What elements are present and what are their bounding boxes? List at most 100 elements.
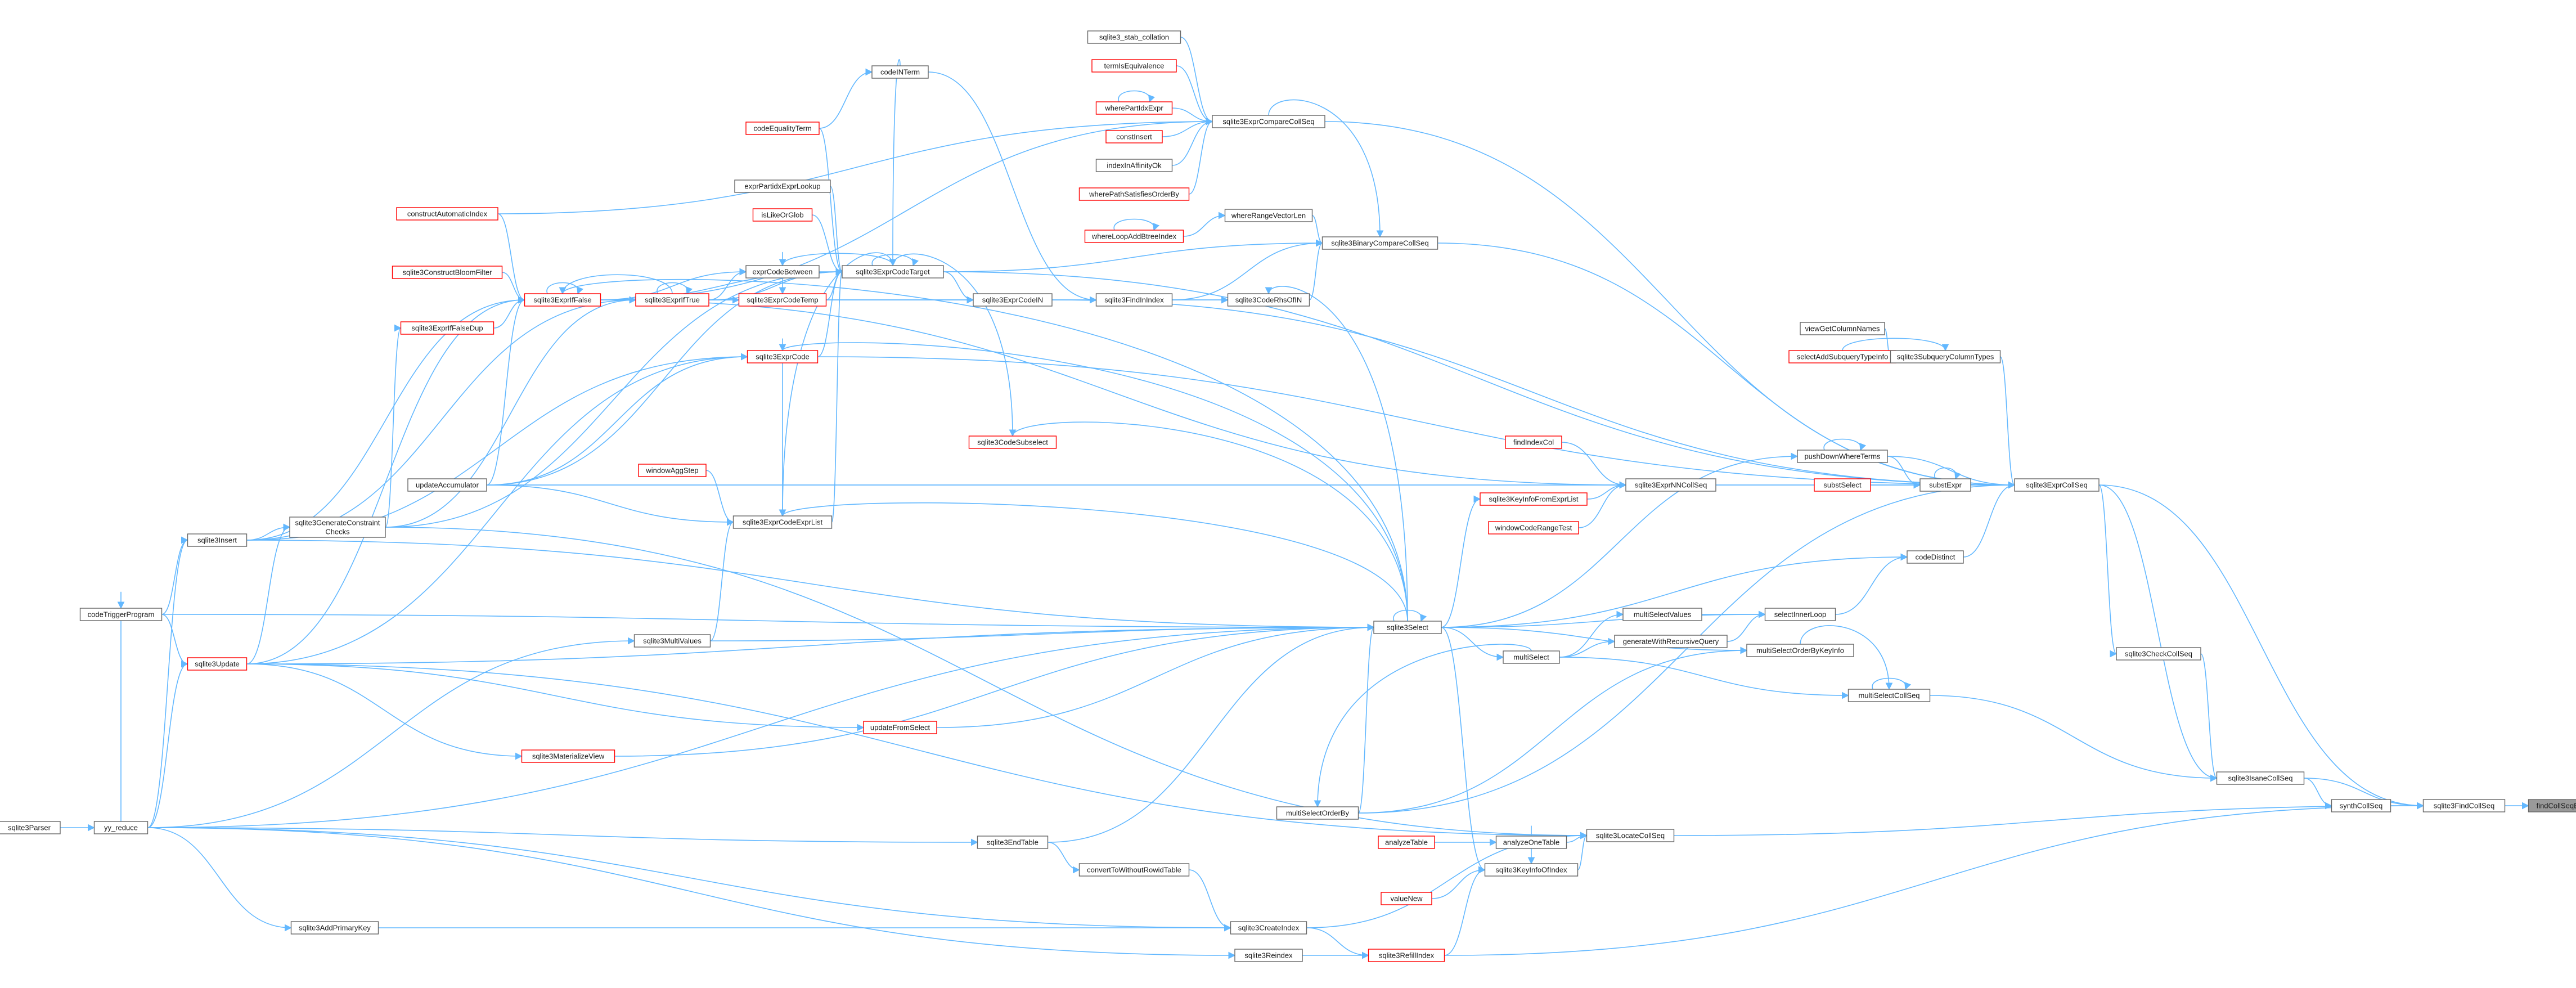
node-substSelect[interactable]: substSelect [1814,478,1871,492]
node-updateAccumulator[interactable]: updateAccumulator [407,478,487,492]
node-sqlite3IsaneCollSeq[interactable]: sqlite3IsaneCollSeq [2216,771,2305,785]
node-sqlite3KeyInfoFromExprList[interactable]: sqlite3KeyInfoFromExprList [1480,492,1588,506]
node-valueNew[interactable]: valueNew [1381,892,1432,905]
edge-sqlite3ConstructBloomFilter-to-sqlite3ExprIfFalse [502,272,525,304]
node-analyzeTable[interactable]: analyzeTable [1378,836,1435,849]
node-indexInAffinityOk[interactable]: indexInAffinityOk [1095,159,1173,172]
node-convertToWithoutRowidTable[interactable]: convertToWithoutRowidTable [1078,863,1190,877]
node-codeTriggerProgram[interactable]: codeTriggerProgram [79,608,163,621]
node-findIndexCol[interactable]: findIndexCol [1505,435,1562,449]
node-sqlite3CodeSubselect[interactable]: sqlite3CodeSubselect [968,435,1057,449]
node-sqlite3ExprCodeExprList[interactable]: sqlite3ExprCodeExprList [732,515,833,529]
node-codeINTerm[interactable]: codeINTerm [871,65,929,79]
edge-sqlite3ExprCode-to-sqlite3ExprCollSeq [817,356,2016,489]
node-codeEqualityTerm[interactable]: codeEqualityTerm [745,122,820,135]
node-sqlite3ExprCollSeq[interactable]: sqlite3ExprCollSeq [2014,478,2100,492]
edge-pushDownWhereTerms-to-sqlite3ExprCollSeq [1887,456,2016,489]
node-box [1095,159,1173,172]
edge-yy_reduce-to-sqlite3Select [147,623,1375,828]
node-sqlite3Insert[interactable]: sqlite3Insert [187,533,248,547]
node-label: substExpr [1929,481,1962,489]
node-label: wherePartIdxExpr [1104,104,1163,113]
node-label: sqlite3ExprCompareCollSeq [1222,118,1314,126]
node-sqlite3ExprNNCollSeq[interactable]: sqlite3ExprNNCollSeq [1625,478,1716,492]
node-sqlite3ExprCodeTemp[interactable]: sqlite3ExprCodeTemp [738,293,827,307]
node-sqlite3Update[interactable]: sqlite3Update [187,657,248,671]
node-box [635,293,709,307]
node-sqlite3ExprCodeTarget[interactable]: sqlite3ExprCodeTarget [842,265,944,279]
node-substExpr[interactable]: substExpr [1919,478,1971,492]
node-sqlite3CodeRhsOfIN[interactable]: sqlite3CodeRhsOfIN [1227,293,1310,307]
node-sqlite3SubqueryColumnTypes[interactable]: sqlite3SubqueryColumnTypes [1890,350,2001,363]
node-box [400,321,494,335]
edge-sqlite3Update-to-sqlite3GenerateConstraintChecks [246,523,291,664]
node-sqlite3FindInIndex[interactable]: sqlite3FindInIndex [1095,293,1173,307]
node-analyzeOneTable[interactable]: analyzeOneTable [1495,836,1567,849]
node-sqlite3RefillIndex[interactable]: sqlite3RefillIndex [1368,949,1445,962]
node-sqlite3BinaryCompareCollSeq[interactable]: sqlite3BinaryCompareCollSeq [1321,236,1438,250]
node-sqlite3_stab_collation[interactable]: sqlite3_stab_collation [1087,30,1181,44]
node-isLikeOrGlob[interactable]: isLikeOrGlob [752,208,813,222]
node-sqlite3MultiValues[interactable]: sqlite3MultiValues [633,634,711,648]
edge-sqlite3GenerateConstraintChecks-to-sqlite3ExprIfFalseDup [385,324,402,528]
edge-sqlite3Select-to-selectInnerLoop [1441,610,1766,628]
node-box [871,65,929,79]
node-sqlite3KeyInfoOfIndex[interactable]: sqlite3KeyInfoOfIndex [1484,863,1579,877]
node-yy_reduce[interactable]: yy_reduce [93,821,149,834]
node-windowAggStep[interactable]: windowAggStep [638,464,707,477]
edge-whereLoopAddBtreeIndex-to-whereLoopAddBtreeIndex [1113,218,1160,231]
edge-sqlite3ExprCompareCollSeq-to-sqlite3ExprCollSeq [1324,121,2016,489]
edge-sqlite3ExprCollSeq-to-sqlite3FindCollSeq [2098,484,2424,810]
node-sqlite3AddPrimaryKey[interactable]: sqlite3AddPrimaryKey [290,921,379,935]
node-wherePartIdxExpr[interactable]: wherePartIdxExpr [1095,101,1173,115]
edge-multiSelect-to-multiSelectCollSeq [1559,657,1849,699]
edge-sqlite3ExprIfTrue-to-sqlite3ExprIfFalse [559,274,673,295]
node-sqlite3ExprCompareCollSeq[interactable]: sqlite3ExprCompareCollSeq [1212,115,1325,128]
node-exprPartidxExprLookup[interactable]: exprPartidxExprLookup [734,179,831,193]
node-constInsert[interactable]: constInsert [1105,130,1163,143]
node-sqlite3CreateIndex[interactable]: sqlite3CreateIndex [1230,921,1307,935]
node-sqlite3EndTable[interactable]: sqlite3EndTable [977,836,1049,849]
node-sqlite3Reindex[interactable]: sqlite3Reindex [1234,949,1303,962]
node-box [79,608,163,621]
node-sqlite3Select[interactable]: sqlite3Select [1373,621,1442,634]
node-multiSelectOrderByKeyInfo[interactable]: multiSelectOrderByKeyInfo [1746,644,1854,657]
node-box [1797,450,1888,463]
node-pushDownWhereTerms[interactable]: pushDownWhereTerms [1797,450,1888,463]
node-exprCodeBetween[interactable]: exprCodeBetween [745,265,820,279]
node-sqlite3ConstructBloomFilter[interactable]: sqlite3ConstructBloomFilter [392,266,503,279]
node-whereLoopAddBtreeIndex[interactable]: whereLoopAddBtreeIndex [1084,230,1184,243]
node-sqlite3CheckCollSeq[interactable]: sqlite3CheckCollSeq [2116,647,2201,661]
node-selectInnerLoop[interactable]: selectInnerLoop [1764,608,1836,621]
node-sqlite3FindCollSeq[interactable]: sqlite3FindCollSeq [2422,799,2506,812]
edge-generateWithRecursiveQuery-to-selectInnerLoop [1727,610,1766,642]
node-sqlite3ExprIfTrue[interactable]: sqlite3ExprIfTrue [635,293,709,307]
node-constructAutomaticIndex[interactable]: constructAutomaticIndex [396,207,498,221]
node-synthCollSeq[interactable]: synthCollSeq [2331,799,2391,812]
node-multiSelect[interactable]: multiSelect [1503,650,1560,664]
node-sqlite3LocateCollSeq[interactable]: sqlite3LocateCollSeq [1586,829,1675,842]
node-multiSelectValues[interactable]: multiSelectValues [1622,608,1702,621]
node-generateWithRecursiveQuery[interactable]: generateWithRecursiveQuery [1614,635,1728,648]
node-termIsEquivalence[interactable]: termIsEquivalence [1091,59,1177,73]
edge-codeEqualityTerm-to-codeINTerm [819,68,873,129]
node-wherePathSatisfiesOrderBy[interactable]: wherePathSatisfiesOrderBy [1078,187,1190,201]
node-sqlite3ExprIfFalse[interactable]: sqlite3ExprIfFalse [524,293,601,307]
node-sqlite3MaterializeView[interactable]: sqlite3MaterializeView [521,749,615,763]
node-multiSelectOrderBy[interactable]: multiSelectOrderBy [1276,806,1359,820]
node-sqlite3Parser[interactable]: sqlite3Parser [0,821,61,834]
node-sqlite3ExprCodeIN[interactable]: sqlite3ExprCodeIN [973,293,1053,307]
node-selectAddSubqueryTypeInfo[interactable]: selectAddSubqueryTypeInfo [1788,350,1896,363]
node-windowCodeRangeTest[interactable]: windowCodeRangeTest [1488,521,1579,535]
node-viewGetColumnNames[interactable]: viewGetColumnNames [1800,322,1885,335]
node-box [638,464,707,477]
node-updateFromSelect[interactable]: updateFromSelect [863,721,937,734]
node-codeDistinct[interactable]: codeDistinct [1907,550,1964,564]
node-whereRangeVectorLen[interactable]: whereRangeVectorLen [1224,209,1313,222]
node-label: selectInnerLoop [1774,610,1827,619]
node-findCollSeqEntry[interactable]: findCollSeqEntry [2528,799,2576,812]
node-sqlite3ExprIfFalseDup[interactable]: sqlite3ExprIfFalseDup [400,321,494,335]
node-multiSelectCollSeq[interactable]: multiSelectCollSeq [1847,689,1931,702]
node-sqlite3ExprCode[interactable]: sqlite3ExprCode [747,350,819,363]
